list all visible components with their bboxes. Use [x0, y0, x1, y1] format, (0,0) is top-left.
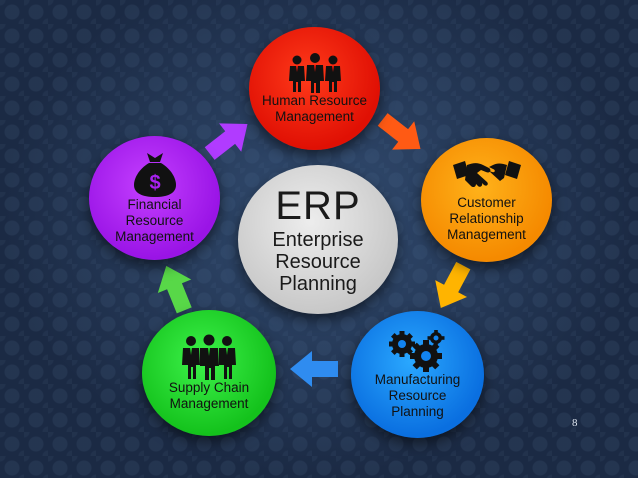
node-label: Supply Chain Management — [168, 380, 250, 411]
node-label: Human Resource Management — [261, 92, 368, 124]
handshake-icon — [452, 161, 521, 188]
node-supply-chain: Supply Chain Management — [142, 310, 276, 436]
node-label: Customer Relationship Management — [447, 195, 526, 242]
node-label: Manufacturing Resource Planning — [374, 371, 461, 419]
node-financial-resource: $ Financial Resource Management — [89, 136, 220, 260]
node-manufacturing-resource: Manufacturing Resource Planning — [351, 311, 484, 438]
money-bag-icon: $ — [133, 153, 176, 197]
node-label: Financial Resource Management — [115, 197, 194, 244]
node-customer-relationship: Customer Relationship Management — [421, 138, 552, 262]
people-group-icon — [288, 52, 341, 93]
erp-center-node: ERP Enterprise Resource Planning — [238, 165, 398, 314]
node-human-resource: Human Resource Management — [249, 27, 380, 150]
gears-icon — [388, 329, 444, 372]
svg-text:$: $ — [149, 172, 160, 194]
erp-full-name: Enterprise Resource Planning — [272, 228, 364, 295]
page-number: 8 — [572, 417, 578, 429]
erp-abbreviation: ERP — [275, 183, 361, 228]
people-group-icon — [182, 334, 236, 380]
